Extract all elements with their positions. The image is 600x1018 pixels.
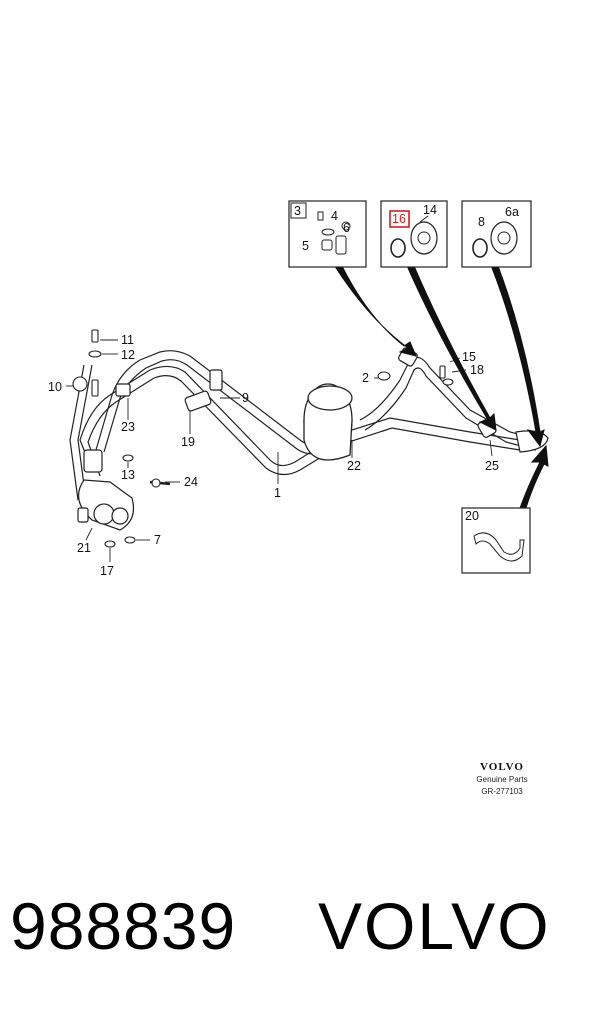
compressor-fitting — [77, 449, 135, 531]
parts-diagram: 11 12 10 23 19 9 13 24 1 22 2 15 18 25 7… — [48, 200, 549, 578]
callout-16: 16 — [392, 212, 406, 226]
callout-1: 1 — [274, 486, 281, 500]
inset-pointer-arrows — [335, 265, 549, 509]
callout-9: 9 — [242, 391, 249, 405]
callout-18: 18 — [470, 363, 484, 377]
pipe-clamps — [115, 347, 549, 453]
small-parts — [72, 329, 454, 548]
callout-7: 7 — [154, 533, 161, 547]
callout-15: 15 — [462, 350, 476, 364]
callout-25: 25 — [485, 459, 499, 473]
callout-3: 3 — [294, 204, 301, 218]
highlight-frame — [389, 210, 410, 228]
callout-11: 11 — [121, 333, 134, 347]
callout-2: 2 — [362, 371, 369, 385]
callout-4: 4 — [331, 209, 338, 223]
callout-22: 22 — [347, 459, 361, 473]
receiver-drier — [303, 383, 353, 461]
inset-box-3 — [288, 200, 367, 268]
callout-12: 12 — [121, 348, 135, 362]
diagram-reference: GR-277103 — [481, 787, 523, 796]
callout-5: 5 — [302, 239, 309, 253]
callout-13: 13 — [121, 468, 135, 482]
callout-6a: 6a — [505, 205, 519, 219]
callout-8: 8 — [478, 215, 485, 229]
inset-box-14-16 — [380, 200, 448, 268]
callout-6: 6 — [343, 221, 350, 235]
callout-14: 14 — [423, 203, 437, 217]
footer-brand: VOLVO — [318, 889, 551, 963]
volvo-logo: VOLVO — [480, 761, 524, 773]
callout-21: 21 — [77, 541, 91, 555]
callout-10: 10 — [48, 380, 62, 394]
genuine-parts-label: Genuine Parts — [476, 775, 528, 784]
leader-lines — [66, 339, 493, 562]
inset-box-8-6a — [461, 200, 532, 268]
inset-box-20 — [461, 507, 531, 574]
callout-24: 24 — [184, 475, 198, 489]
callout-20: 20 — [465, 509, 479, 523]
callout-17: 17 — [100, 564, 114, 578]
part-number: 988839 — [10, 889, 237, 963]
callout-numbers: 11 12 10 23 19 9 13 24 1 22 2 15 18 25 7… — [48, 203, 519, 578]
callout-19: 19 — [181, 435, 195, 449]
callout-23: 23 — [121, 420, 135, 434]
